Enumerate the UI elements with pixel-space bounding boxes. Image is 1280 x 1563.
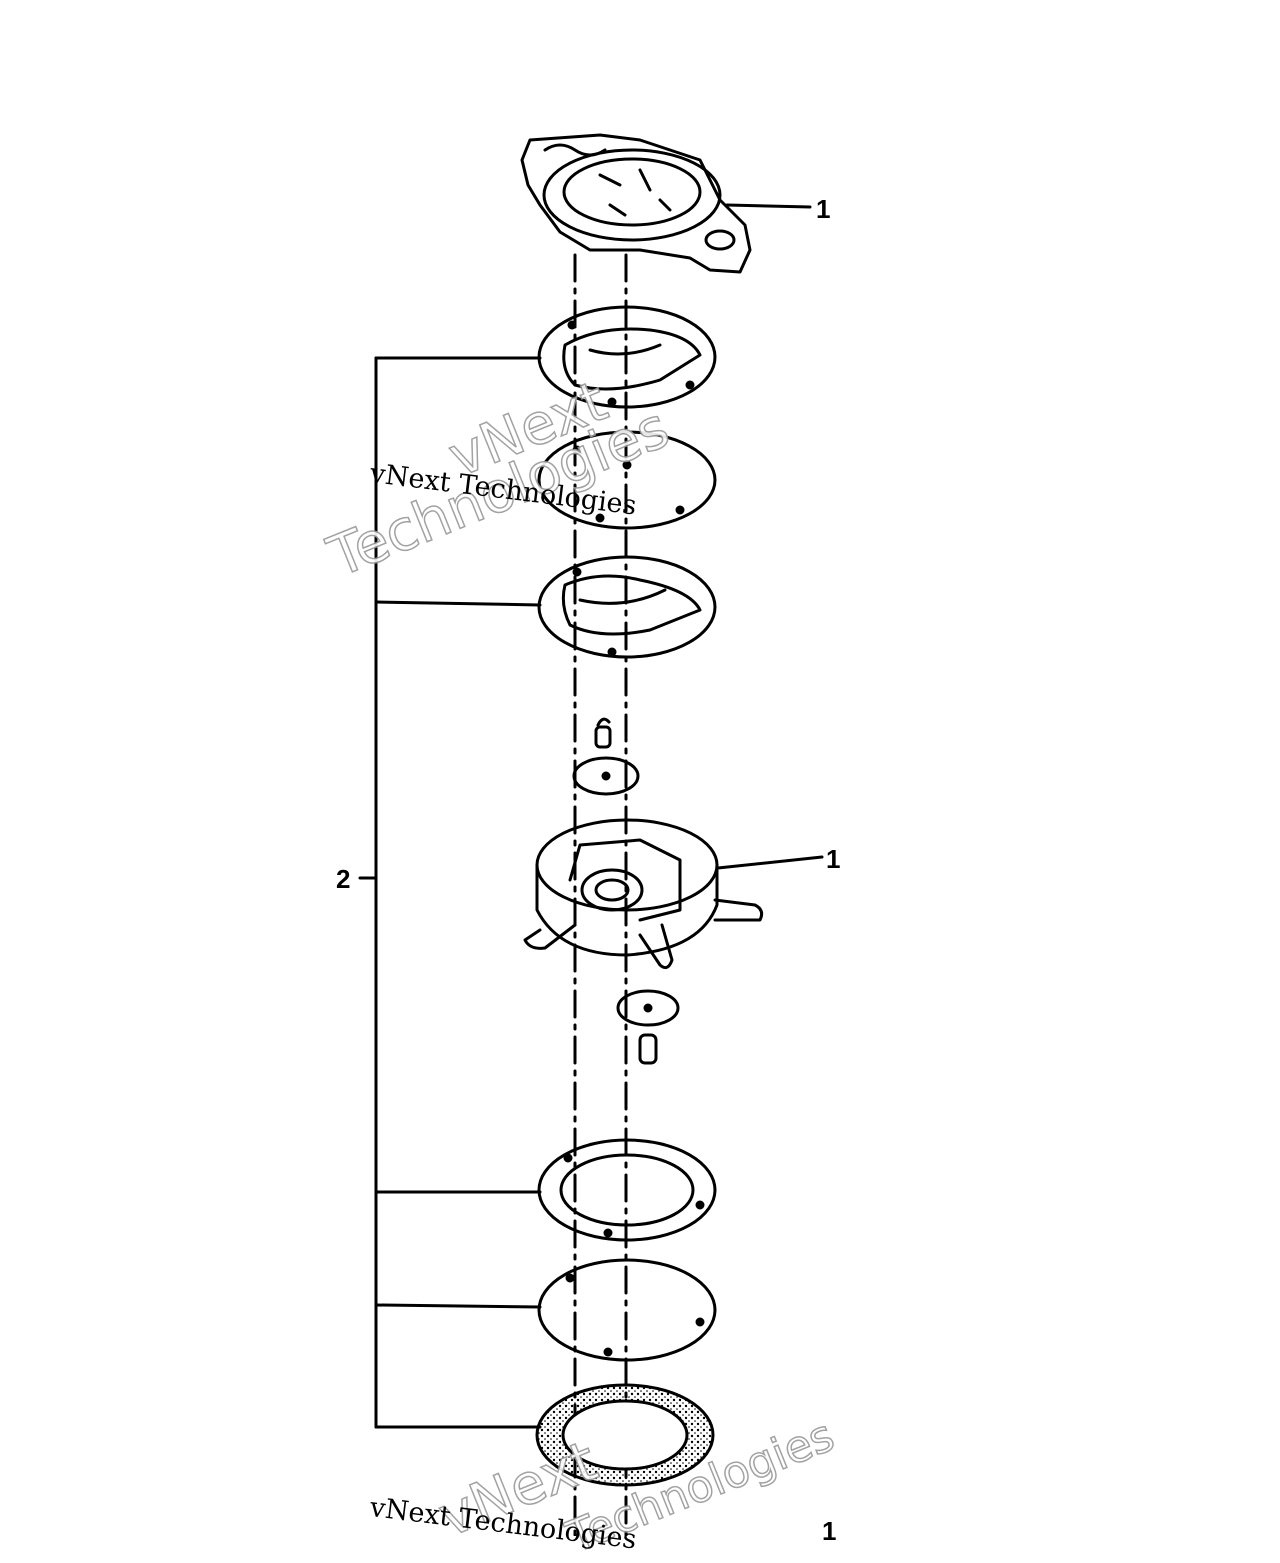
gasket-bottom-textured bbox=[535, 1383, 715, 1487]
callout-pump-body: 1 bbox=[826, 844, 841, 874]
diaphragm-top bbox=[537, 430, 717, 530]
callout-bottom-cover: 1 bbox=[822, 1516, 837, 1546]
gasket-middle bbox=[537, 555, 717, 659]
kit-bracket bbox=[358, 356, 542, 1429]
pump-body-part bbox=[523, 818, 824, 970]
callout-gasket-kit: 2 bbox=[336, 864, 351, 894]
upper-valve bbox=[572, 717, 640, 796]
gasket-lower bbox=[537, 1138, 717, 1242]
lower-valve bbox=[616, 989, 680, 1065]
diaphragm-lower bbox=[537, 1258, 717, 1362]
callout-cover: 1 bbox=[816, 194, 831, 224]
pump-cover-part bbox=[520, 133, 812, 274]
